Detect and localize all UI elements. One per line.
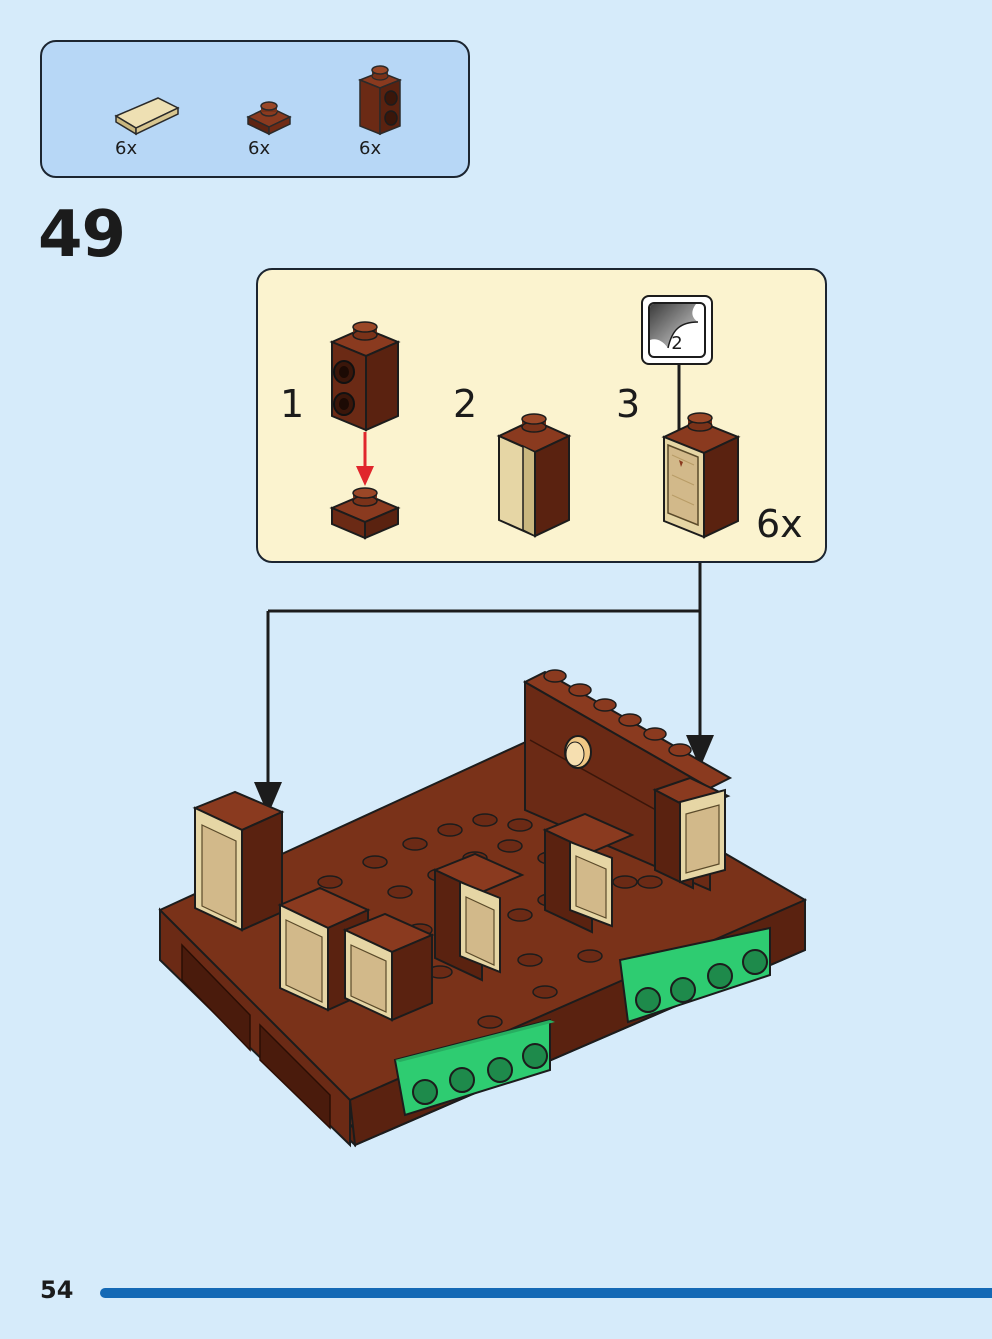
substep-3-illustration [661, 365, 741, 539]
page-number: 54 [40, 1276, 74, 1304]
footer-progress-bar [100, 1288, 992, 1298]
subassembly-callout: 1 2 3 [256, 268, 827, 563]
sticker-preview: 2 [648, 302, 706, 358]
substep-number: 2 [453, 382, 478, 426]
sticker-number: 2 [671, 333, 683, 354]
parts-list: 6x 6x 6x [40, 40, 470, 178]
sticker-peel-icon [650, 304, 699, 349]
door-bricks [192, 776, 731, 1022]
sticker-card: 2 [641, 295, 713, 365]
part-quantity: 6x [359, 138, 382, 159]
substep-number: 1 [280, 382, 305, 426]
brown-brick-1x1-studs-side-icon [357, 65, 403, 136]
subassembly-multiplier: 6x [756, 502, 803, 546]
arrow-head-left [254, 782, 282, 815]
substep-1-illustration [329, 321, 401, 540]
substep-2-illustration [496, 413, 572, 538]
part-quantity: 6x [115, 138, 138, 159]
brown-plate-1x1-icon [246, 101, 292, 136]
arrow-head-right [686, 735, 714, 768]
step-number: 49 [38, 198, 126, 272]
main-assembly-illustration [158, 669, 808, 1148]
tan-tile-1x2-icon [114, 97, 180, 136]
part-quantity: 6x [248, 138, 271, 159]
green-side-plates [393, 926, 771, 1117]
substep-number: 3 [616, 382, 641, 426]
